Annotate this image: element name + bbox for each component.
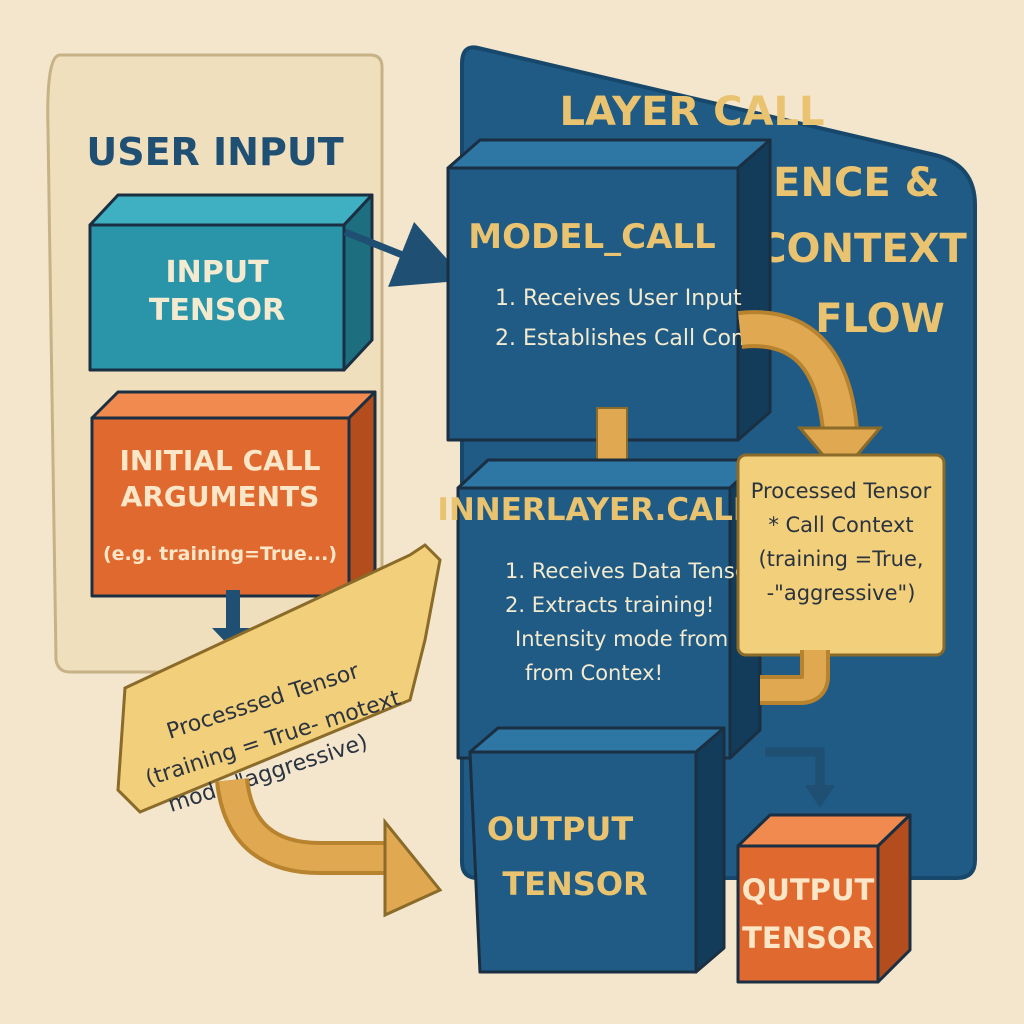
output-tensor-line2: TENSOR xyxy=(502,865,647,903)
model-call-step2: 2. Establishes Call Context xyxy=(495,326,789,351)
arrow-input-to-model xyxy=(343,221,466,287)
initial-args-line1: INITIAL CALL xyxy=(120,444,321,477)
sequence-title-line1: LAYER CALL xyxy=(560,89,825,135)
output-tensor-line1: OUTPUT xyxy=(487,810,633,848)
sequence-title-line4: FLOW xyxy=(815,296,945,342)
model-call-step1: 1. Receives User Input xyxy=(495,286,742,311)
arrow-to-final-output xyxy=(765,747,835,808)
final-output-line2: TENSOR xyxy=(742,921,874,955)
model-call-title: MODEL_CALL xyxy=(468,217,715,257)
model-call-box: MODEL_CALL 1. Receives User Input 2. Est… xyxy=(446,138,789,442)
innerlayer-step3: Intensity mode from xyxy=(515,627,728,651)
context-note-line3: (training =True, xyxy=(758,547,923,571)
processed-note-left: Processsed Tensor (training = True- mote… xyxy=(116,543,442,818)
arrow-note-to-output xyxy=(215,777,443,918)
innerlayer-title: INNERLAYER.CALL xyxy=(437,492,752,528)
sequence-title-line3: CONTEXT xyxy=(757,226,967,272)
arrow-model-to-context xyxy=(737,310,884,478)
input-tensor-line1: INPUT xyxy=(165,255,269,290)
arrow-context-to-inner xyxy=(760,650,830,705)
context-note-line1: Processed Tensor xyxy=(751,479,932,503)
input-tensor-box: INPUT TENSOR xyxy=(88,193,374,372)
initial-args-line2: ARGUMENTS xyxy=(121,480,320,513)
innerlayer-step4: from Contex! xyxy=(525,661,663,685)
output-tensor-box: OUTPUT TENSOR xyxy=(468,726,726,974)
innerlayer-step2: 2. Extracts training! xyxy=(505,593,714,617)
initial-args-box: INITIAL CALL ARGUMENTS (e.g. training=Tr… xyxy=(90,390,377,598)
final-output-box: QUTPUT TENSOR xyxy=(736,813,912,984)
user-input-title: USER INPUT xyxy=(86,130,343,174)
final-output-line1: QUTPUT xyxy=(742,873,875,907)
initial-args-line3: (e.g. training=True...) xyxy=(103,543,337,565)
context-note-line4: -"aggressive") xyxy=(767,581,916,605)
context-note: Processed Tensor * Call Context (trainin… xyxy=(736,453,946,657)
input-tensor-line2: TENSOR xyxy=(149,293,285,328)
innerlayer-call-box: INNERLAYER.CALL 1. Receives Data Tensor … xyxy=(437,458,762,760)
innerlayer-step1: 1. Receives Data Tensor xyxy=(505,559,757,583)
context-note-line2: * Call Context xyxy=(768,513,913,537)
